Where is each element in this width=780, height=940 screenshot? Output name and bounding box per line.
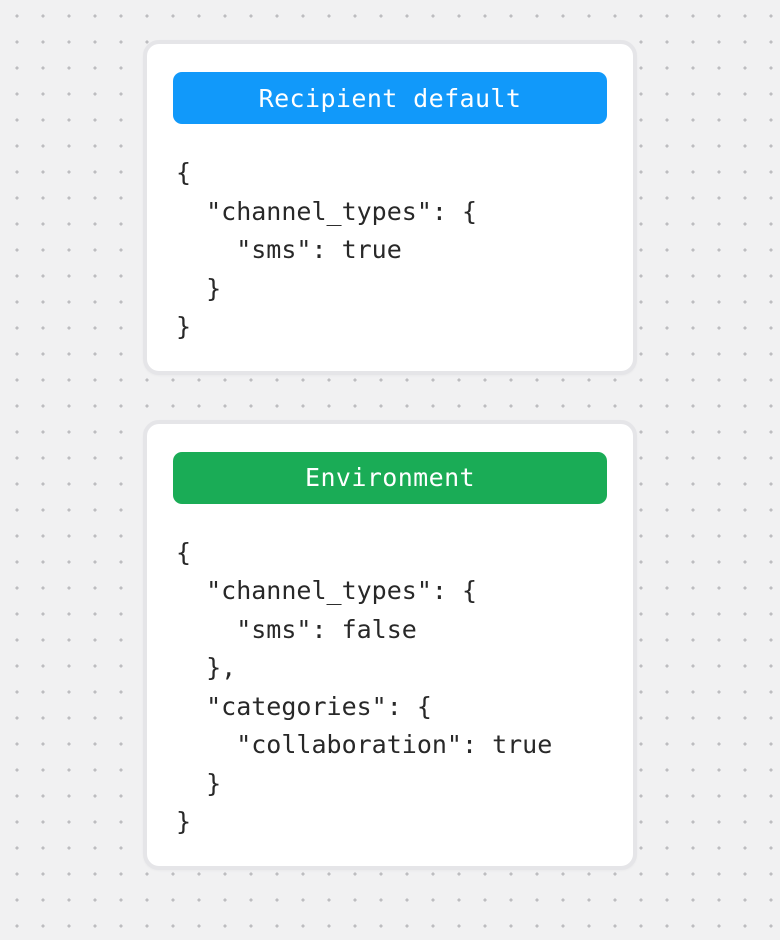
recipient-default-header-badge: Recipient default [173, 72, 607, 124]
recipient-default-json-code: { "channel_types": { "sms": true } } [176, 158, 478, 341]
card-environment: Environment { "channel_types": { "sms": … [143, 419, 637, 870]
card-recipient-default: Recipient default { "channel_types": { "… [143, 40, 637, 375]
environment-json-code: { "channel_types": { "sms": false }, "ca… [176, 537, 553, 837]
environment-header-badge: Environment [173, 451, 607, 504]
dotted-background: Recipient default { "channel_types": { "… [0, 40, 780, 940]
